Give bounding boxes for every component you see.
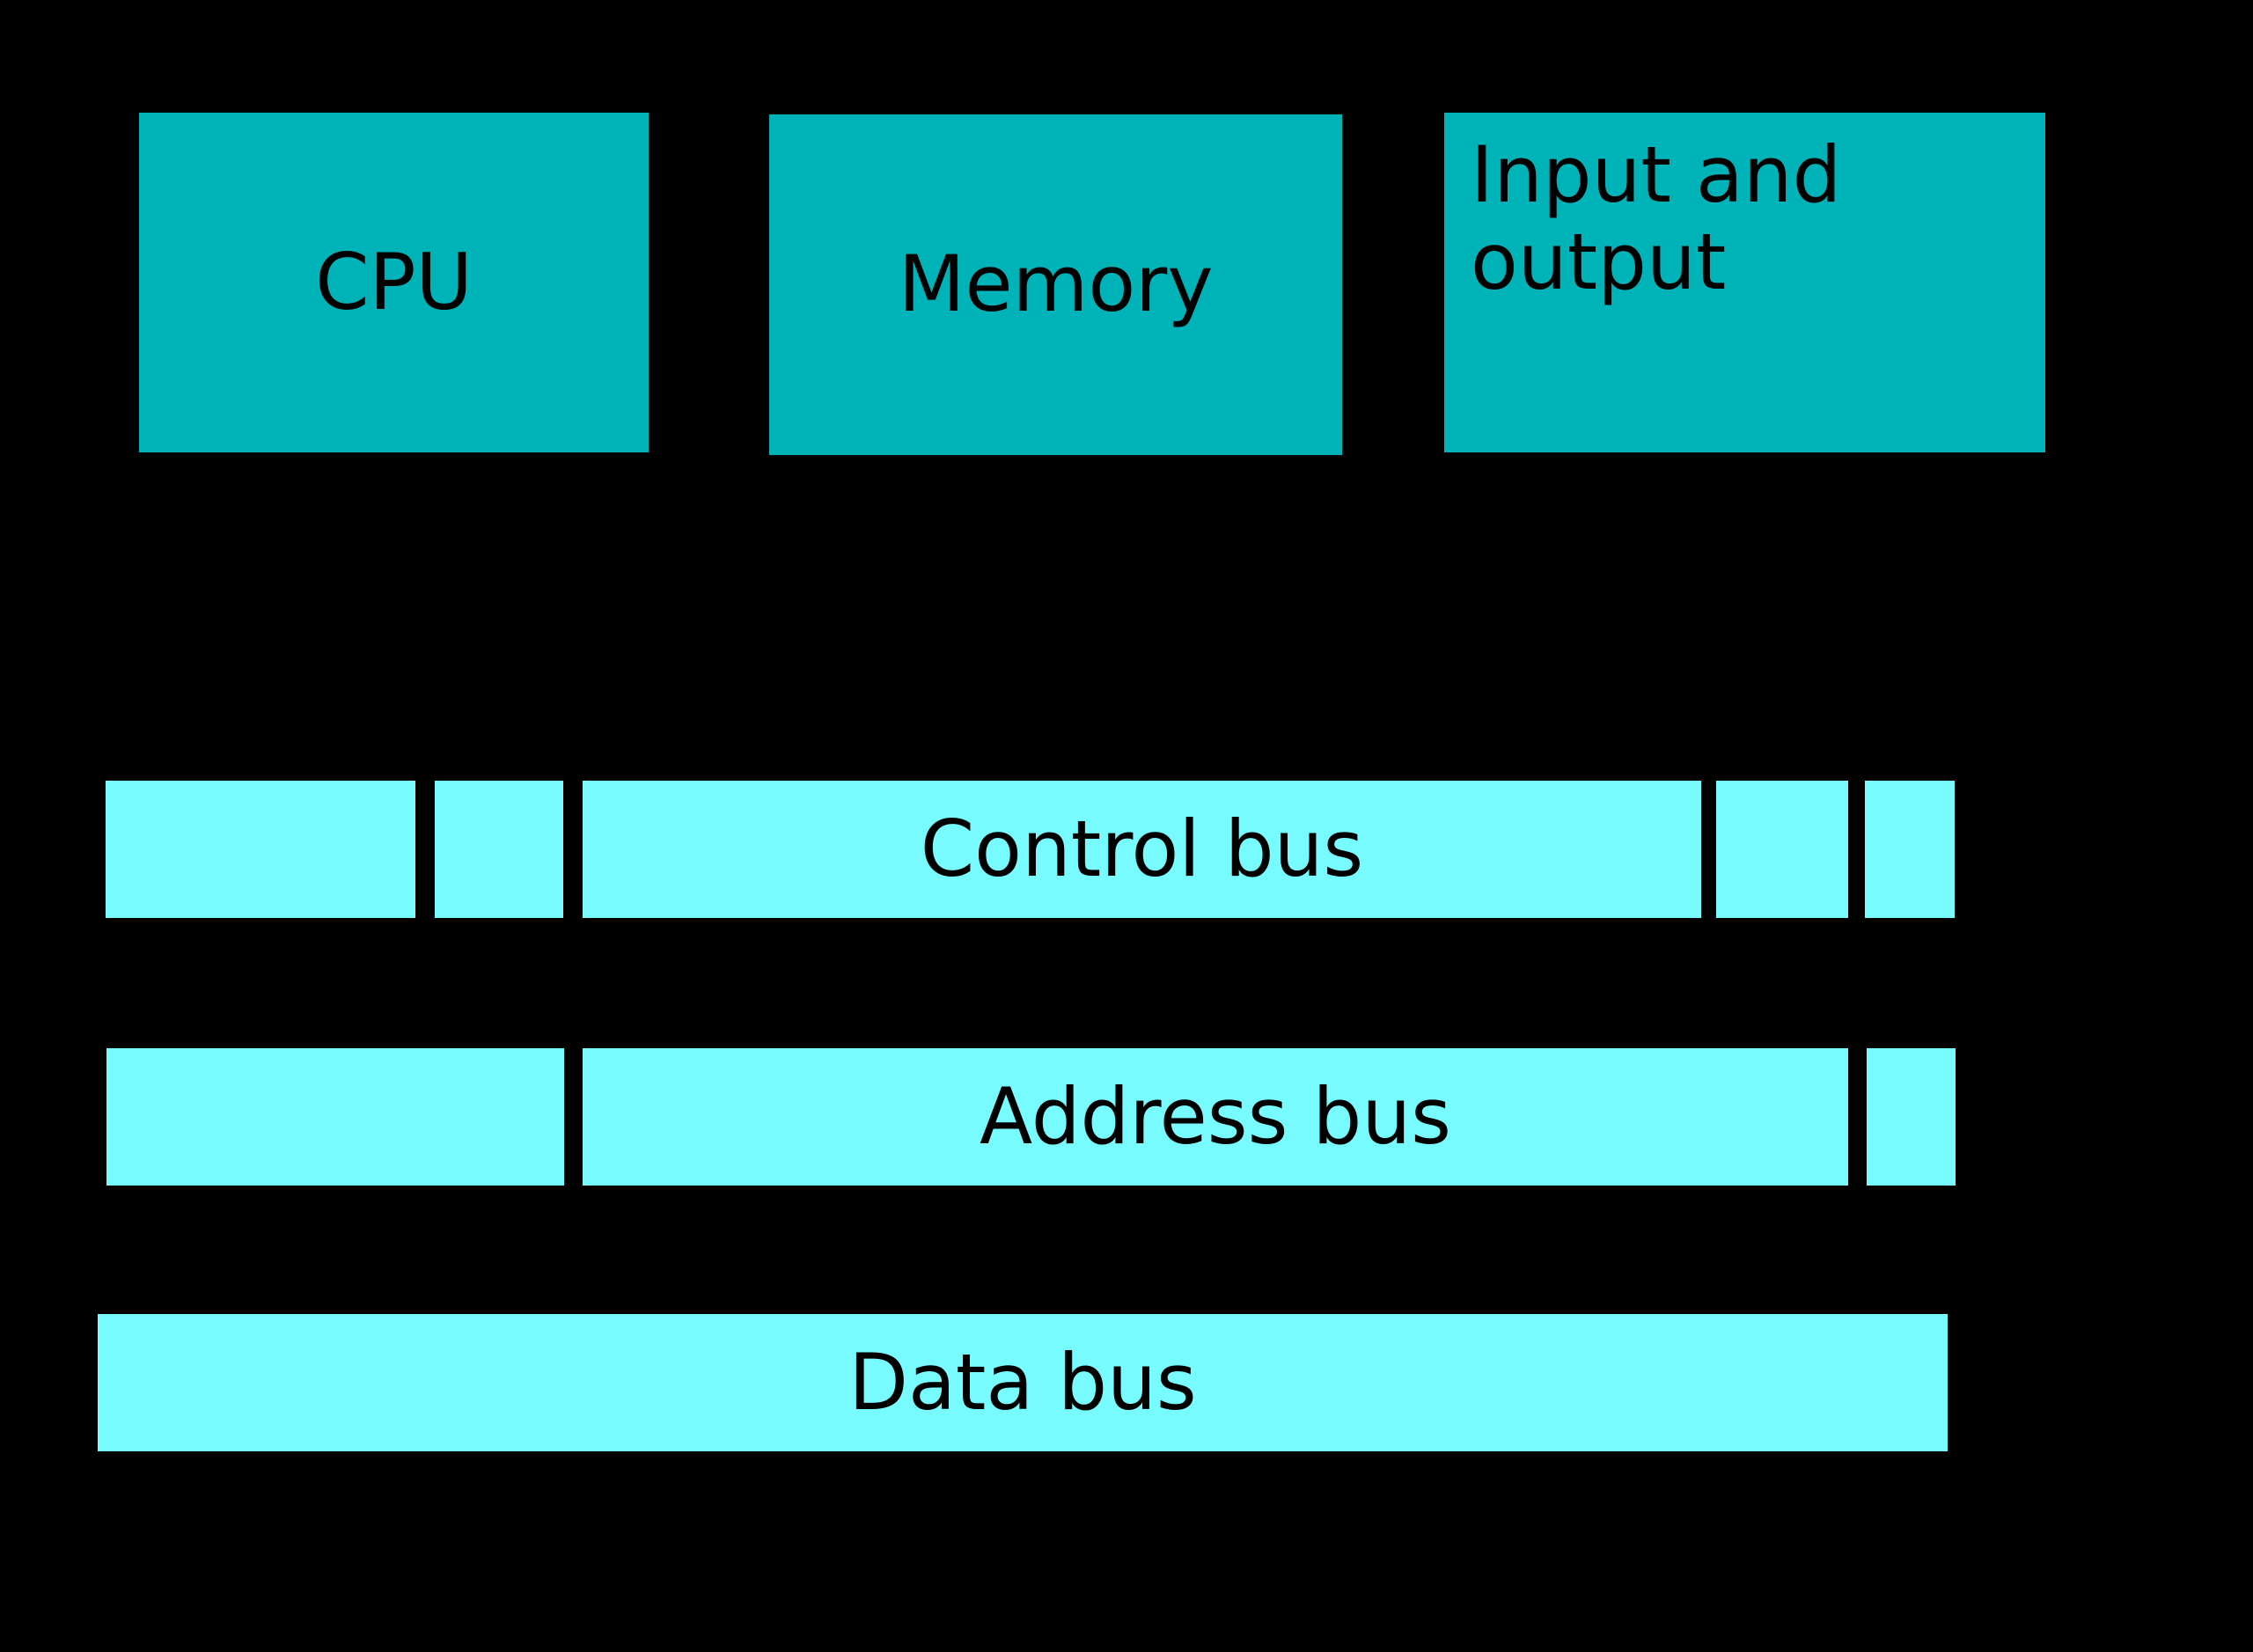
- bus-segment: [106, 781, 415, 918]
- bus-segment: [98, 1314, 1948, 1451]
- component-box-input-output: Input and output: [1444, 113, 2045, 452]
- component-label-memory: Memory: [898, 239, 1214, 330]
- bus-segment: [1865, 781, 1955, 918]
- bus-segment: [583, 1048, 1848, 1186]
- bus-row-control: Control bus: [0, 781, 2253, 918]
- component-box-cpu: CPU: [139, 113, 649, 452]
- component-label-cpu: CPU: [315, 236, 473, 327]
- component-box-memory: Memory: [769, 114, 1342, 455]
- bus-segment: [106, 1048, 564, 1186]
- bus-segment: [1867, 1048, 1956, 1186]
- bus-row-address: Address bus: [0, 1048, 2253, 1186]
- bus-segment: [1716, 781, 1848, 918]
- component-label-input-output: Input and output: [1471, 129, 1842, 307]
- bus-row-data: Data bus: [0, 1314, 2253, 1451]
- bus-segment: [435, 781, 563, 918]
- bus-segment: [583, 781, 1701, 918]
